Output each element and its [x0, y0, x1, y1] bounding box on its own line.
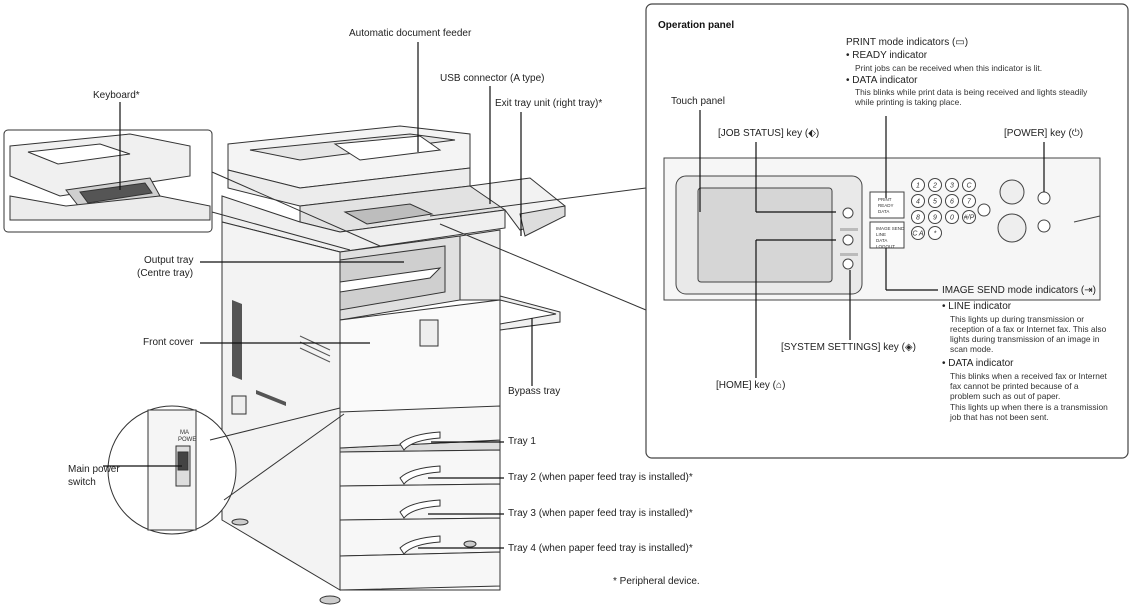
system-settings-icon: ◈	[904, 342, 913, 353]
operation-panel-title: Operation panel	[658, 20, 735, 31]
label-data-indicator: • DATA indicator	[846, 75, 918, 86]
send-indicator-label: DATA	[876, 238, 887, 243]
label-job-status: [JOB STATUS] key (⬖)	[718, 128, 820, 139]
svg-text:MA: MA	[180, 430, 189, 436]
data2-desc-1: This blinks when a received fax or Inter…	[950, 371, 1107, 381]
label-power-key: [POWER] key (⏻)	[1004, 128, 1084, 139]
keypad-key-label: 9	[933, 215, 937, 222]
data-desc-1: This blinks while print data is being re…	[855, 87, 1088, 97]
label-main-power-switch: switch	[68, 477, 96, 488]
keypad-key	[962, 210, 976, 224]
label-output-tray: Output tray	[144, 255, 194, 266]
peripheral-note: * Peripheral device.	[613, 576, 700, 587]
keypad-key-label: 6	[950, 199, 954, 206]
keypad-key-label: 1	[916, 183, 920, 190]
keypad-key	[945, 194, 959, 208]
keyboard-inset	[3, 129, 213, 233]
keypad-key	[928, 210, 942, 224]
keypad-key	[945, 210, 959, 224]
data2-desc-5: job that has not been sent.	[950, 412, 1049, 422]
keypad-key-label: 8	[916, 215, 920, 222]
keypad-key-label: 0	[950, 215, 954, 222]
keypad-key-label: 7	[967, 199, 972, 206]
label-main-power: Main power	[68, 464, 120, 475]
label-home-key: [HOME] key (⌂)	[716, 380, 786, 391]
main-power-inset: MA POWE	[107, 405, 237, 535]
data2-desc-4: This lights up when there is a transmiss…	[950, 402, 1108, 412]
label-data-indicator-2: • DATA indicator	[942, 358, 1014, 369]
print-indicator-label: READY	[878, 203, 894, 208]
keypad-key	[962, 178, 976, 192]
label-line-indicator: • LINE indicator	[942, 301, 1012, 312]
send-indicator-label: IMAGE SEND	[876, 226, 905, 231]
label-adf: Automatic document feeder	[349, 28, 472, 39]
send-indicator-label: LOGOUT	[876, 244, 895, 249]
label-ready-indicator: • READY indicator	[846, 50, 928, 61]
label-tray3: Tray 3 (when paper feed tray is installe…	[508, 508, 693, 519]
ready-desc: Print jobs can be received when this ind…	[855, 63, 1043, 73]
image-send-icon: ⇥	[1084, 285, 1093, 296]
keypad-key	[962, 194, 976, 208]
keypad-key	[928, 194, 942, 208]
keypad-key	[911, 210, 925, 224]
panel-illustration	[663, 157, 1101, 301]
keypad-key-label: 2	[932, 183, 937, 190]
label-front-cover: Front cover	[143, 337, 194, 348]
label-keyboard: Keyboard*	[93, 90, 140, 101]
line-desc-1: This lights up during transmission or	[950, 314, 1085, 324]
power-icon: ⏻	[1071, 128, 1080, 139]
label-tray4: Tray 4 (when paper feed tray is installe…	[508, 543, 693, 554]
label-print-mode: PRINT mode indicators (▭)	[846, 37, 969, 48]
line-desc-3: lights during transmission of an image i…	[950, 334, 1100, 344]
label-touch-panel: Touch panel	[671, 96, 725, 107]
data2-desc-3: problem such as out of paper.	[950, 391, 1061, 401]
label-system-settings: [SYSTEM SETTINGS] key (◈)	[781, 342, 916, 353]
job-status-icon: ⬖	[808, 128, 816, 139]
keypad-key	[911, 194, 925, 208]
keypad-key-label: C	[966, 183, 972, 190]
label-bypass-tray: Bypass tray	[508, 386, 561, 397]
keypad-key	[945, 178, 959, 192]
data-desc-2: while printing is taking place.	[855, 97, 962, 107]
keypad-key-label: #/P	[964, 215, 975, 222]
label-output-tray-centre: (Centre tray)	[137, 268, 194, 279]
keypad-key	[911, 226, 925, 240]
keypad-key	[928, 226, 942, 240]
send-indicator-label: LINE	[876, 232, 886, 237]
keypad-key-label: 5	[933, 199, 937, 206]
line-desc-2: reception of a fax or Internet fax. This…	[950, 324, 1107, 334]
keypad-key-label: 4	[916, 199, 920, 206]
data2-desc-2: fax cannot be printed because of a	[950, 381, 1079, 391]
keypad-key-label: 3	[950, 183, 954, 190]
keypad-key	[911, 178, 925, 192]
copier-illustration	[221, 125, 566, 605]
print-indicator-label: DATA	[878, 209, 889, 214]
keypad-key	[928, 178, 942, 192]
line-desc-4: scan mode.	[950, 344, 994, 354]
print-indicator-label: PRINT	[878, 197, 892, 202]
svg-text:POWE: POWE	[178, 437, 196, 443]
keypad-key-label: *	[934, 231, 937, 238]
label-exit-tray: Exit tray unit (right tray)*	[495, 98, 603, 109]
label-usb: USB connector (A type)	[440, 73, 545, 84]
home-icon: ⌂	[776, 380, 783, 391]
keypad-key-label: C A	[912, 231, 923, 238]
label-image-send: IMAGE SEND mode indicators (⇥)	[942, 285, 1096, 296]
label-tray2: Tray 2 (when paper feed tray is installe…	[508, 472, 693, 483]
label-tray1: Tray 1	[508, 436, 536, 447]
print-icon: ▭	[955, 37, 965, 48]
